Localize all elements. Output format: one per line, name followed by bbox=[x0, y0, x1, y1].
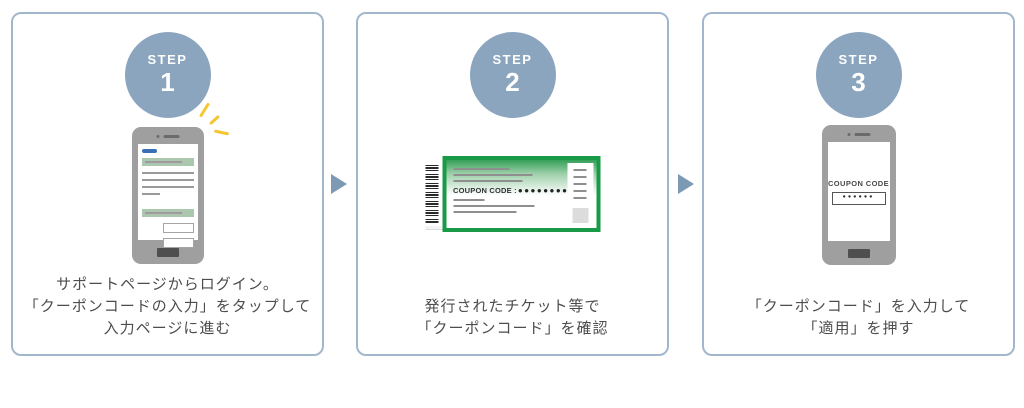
step-1-badge-label: STEP bbox=[147, 52, 188, 67]
coupon-ticket: COUPON CODE : ●●●●●●●● bbox=[442, 156, 600, 232]
step-3-badge: STEP 3 bbox=[815, 32, 902, 118]
step-1-badge: STEP 1 bbox=[124, 32, 211, 118]
step-1-caption: サポートページからログイン。 「クーポンコードの入力」をタップして 入力ページに… bbox=[13, 274, 322, 340]
step-2-badge-number: 2 bbox=[505, 67, 520, 97]
tap-spark-icon bbox=[198, 102, 211, 118]
step-3-badge-label: STEP bbox=[838, 52, 879, 67]
step-2-caption: 発行されたチケット等で 「クーポンコード」を確認 bbox=[358, 296, 667, 340]
stub-square-mark bbox=[572, 208, 588, 223]
ticket-coupon-code-line: COUPON CODE : ●●●●●●●● bbox=[453, 186, 567, 195]
step-2-badge: STEP 2 bbox=[469, 32, 556, 118]
screen-text-line bbox=[141, 193, 161, 195]
step-3-badge-number: 3 bbox=[851, 67, 866, 97]
phone-speaker-bar bbox=[163, 135, 179, 138]
stub-text-line bbox=[573, 197, 587, 199]
ticket-text-line bbox=[453, 180, 523, 182]
coupon-code-label: COUPON CODE : bbox=[453, 186, 517, 195]
smartphone-login-illustration bbox=[131, 127, 204, 264]
phone-speaker bbox=[156, 135, 179, 138]
phone-camera-dot bbox=[156, 135, 159, 138]
next-step-arrow-icon bbox=[678, 174, 694, 194]
screen-input-field bbox=[163, 238, 194, 248]
caption-line: 「クーポンコードの入力」をタップして bbox=[23, 298, 312, 315]
caption-line: 「クーポンコード」を確認 bbox=[416, 320, 609, 337]
stub-text-line bbox=[573, 169, 587, 171]
caption-line: 「適用」を押す bbox=[802, 320, 915, 337]
phone-screen bbox=[137, 144, 198, 248]
next-step-arrow-icon bbox=[331, 174, 347, 194]
stub-text-line bbox=[573, 190, 587, 192]
phone-speaker bbox=[847, 133, 870, 136]
smartphone-coupon-entry-illustration: COUPON CODE ●●●●●● bbox=[821, 125, 896, 265]
ticket-text-line bbox=[453, 205, 535, 207]
screen-input-field bbox=[163, 223, 194, 233]
stub-text-line bbox=[573, 183, 587, 185]
stub-text-line bbox=[573, 176, 587, 178]
step-2-badge-label: STEP bbox=[492, 52, 533, 67]
coupon-ticket-illustration: COUPON CODE : ●●●●●●●● bbox=[425, 156, 600, 232]
caption-line: 入力ページに進む bbox=[103, 320, 232, 337]
screen-text-line bbox=[141, 179, 194, 181]
coupon-code-dots: ●●●●●●●● bbox=[517, 186, 569, 195]
caption-line: サポートページからログイン。 bbox=[56, 276, 279, 293]
barcode-icon bbox=[425, 165, 438, 223]
caption-line: 発行されたチケット等で bbox=[424, 298, 601, 315]
coupon-code-dots: ●●●●●● bbox=[842, 194, 875, 201]
ticket-text-line bbox=[453, 211, 516, 213]
phone-camera-dot bbox=[847, 133, 850, 136]
screen-header-bar bbox=[141, 158, 194, 166]
step-3-card: STEP 3 COUPON CODE ●●●●●● 「クーポンコード」を入力して… bbox=[702, 12, 1015, 356]
ticket-stub bbox=[567, 163, 593, 225]
ticket-text-line bbox=[453, 168, 510, 170]
tap-spark-icon bbox=[209, 114, 220, 126]
step-1-badge-number: 1 bbox=[160, 67, 175, 97]
step-3-caption: 「クーポンコード」を入力して 「適用」を押す bbox=[704, 296, 1013, 340]
phone-home-button bbox=[847, 249, 870, 258]
app-logo-mark bbox=[141, 149, 157, 153]
screen-section-bar bbox=[141, 209, 194, 217]
screen-text-line bbox=[141, 186, 194, 188]
screen-text-line bbox=[141, 172, 194, 174]
coupon-code-label: COUPON CODE bbox=[827, 178, 890, 188]
tap-spark-icon bbox=[213, 129, 230, 136]
phone-screen: COUPON CODE ●●●●●● bbox=[827, 142, 890, 241]
coupon-code-input: ●●●●●● bbox=[831, 191, 886, 205]
step-1-card: STEP 1 bbox=[11, 12, 324, 356]
phone-home-button bbox=[156, 248, 179, 257]
ticket-text-line bbox=[453, 174, 533, 176]
phone-speaker-bar bbox=[854, 133, 870, 136]
ticket-text-line bbox=[453, 199, 485, 201]
step-2-card: STEP 2 COUPON CODE : ●●●●●●●● bbox=[356, 12, 669, 356]
caption-line: 「クーポンコード」を入力して bbox=[746, 298, 971, 315]
